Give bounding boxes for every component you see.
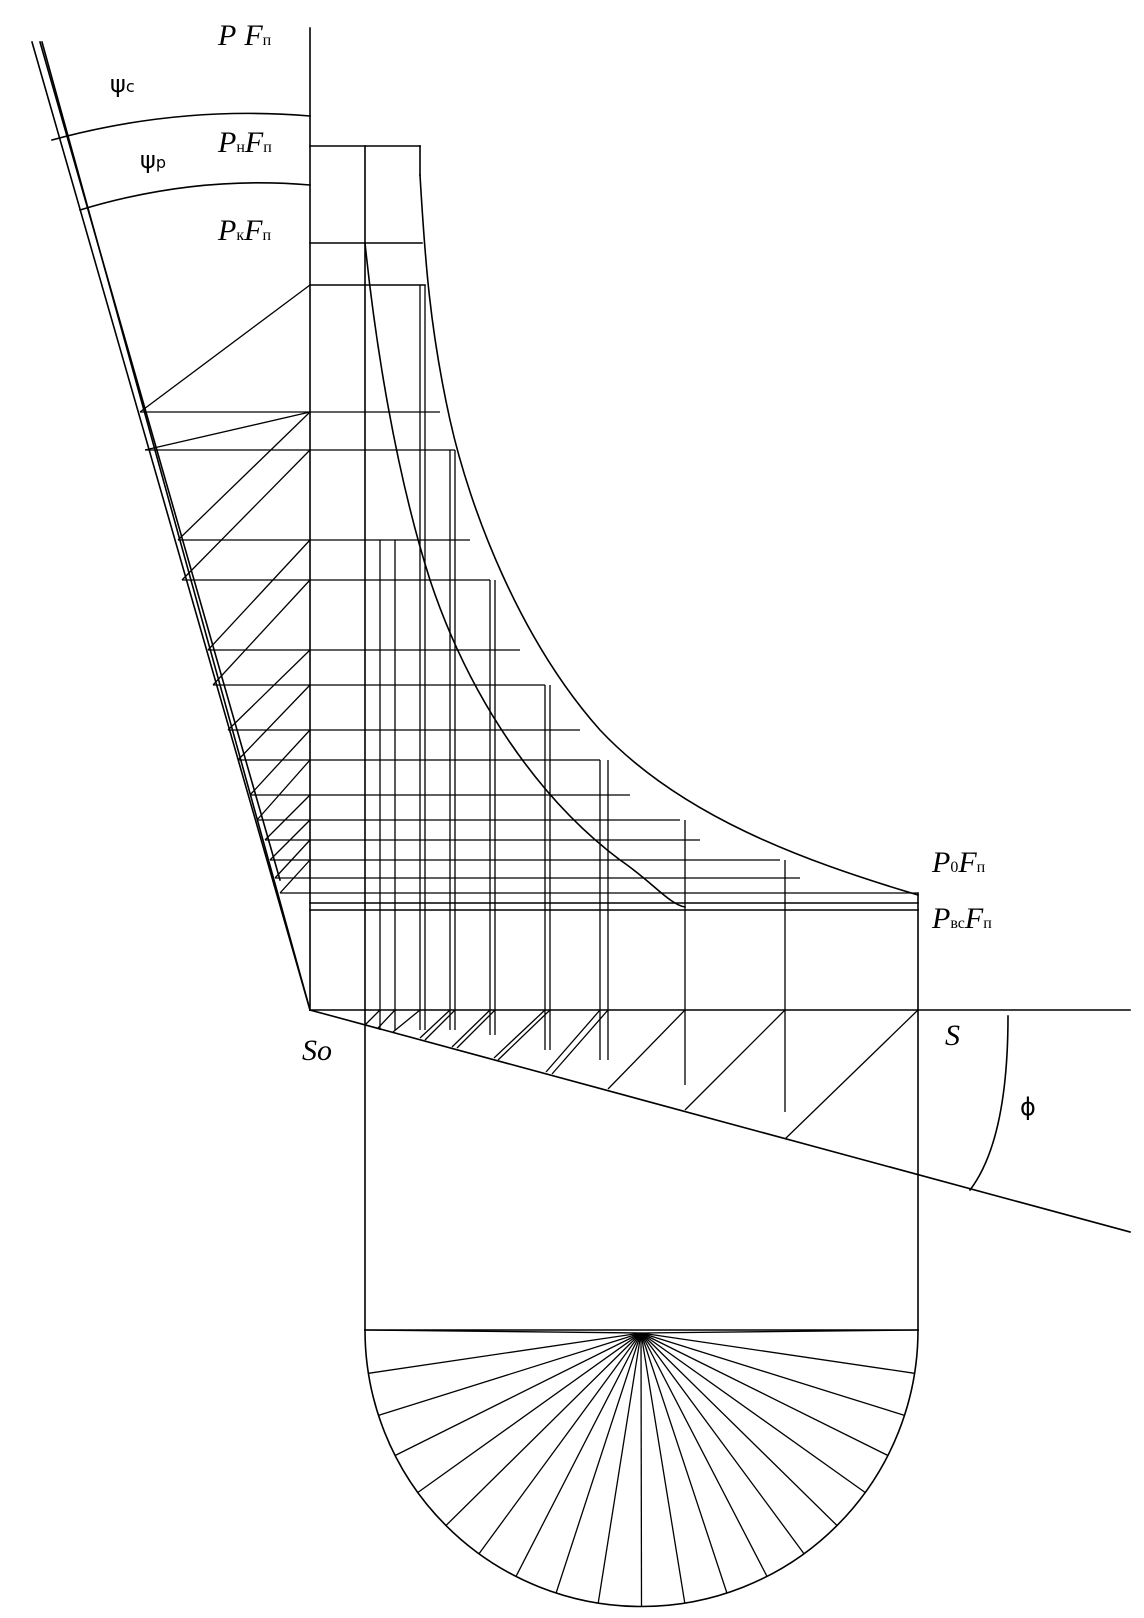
spoke: [640, 1332, 686, 1604]
left-horizontals: [140, 411, 310, 894]
label-so: So: [302, 1034, 332, 1067]
spoke: [640, 1332, 838, 1526]
expansion-curve: [419, 174, 919, 896]
vertical-grid: [379, 285, 919, 1331]
spoke: [394, 1332, 642, 1457]
spoke: [640, 1332, 889, 1457]
spoke: [640, 1332, 915, 1374]
spoke: [445, 1332, 642, 1526]
ray-second: [39, 41, 281, 881]
label-s: S: [945, 1019, 960, 1052]
svg-text:PвсFп: PвсFп: [931, 902, 992, 935]
left-diagonals: [139, 284, 311, 894]
compression-curve: [364, 242, 686, 908]
spoke: [640, 1332, 866, 1494]
label-pkf: PкFп: [217, 214, 271, 247]
svg-text:PнFп: PнFп: [217, 126, 272, 159]
spoke: [417, 1332, 642, 1494]
spoke: [597, 1332, 642, 1604]
bottom-diagonals: [364, 1009, 919, 1140]
spoke: [555, 1332, 642, 1594]
ray-outer: [31, 41, 311, 1011]
spoke: [368, 1332, 642, 1374]
arc-psi-p: [79, 182, 311, 211]
spoke: [640, 1332, 805, 1555]
label-phi: ϕ: [1020, 1093, 1036, 1121]
spoke: [515, 1332, 642, 1577]
label-psi-c: ψc: [110, 70, 135, 98]
phi-line: [309, 1009, 1131, 1233]
svg-text:PFп: PFп: [217, 19, 272, 52]
spoke: [364, 1329, 642, 1334]
label-p0f: P0Fп: [931, 846, 986, 879]
arc-psi-c: [51, 112, 311, 141]
semicircle-spokes: [364, 1329, 919, 1607]
label-psi-p: ψp: [140, 146, 166, 174]
arc-phi: [968, 1015, 1009, 1192]
spoke: [640, 1332, 643, 1607]
svg-text:P0Fп: P0Fп: [931, 846, 986, 879]
spoke: [640, 1329, 919, 1334]
label-pvcf: PвсFп: [931, 902, 992, 935]
spoke: [478, 1332, 642, 1555]
label-pnf: PнFп: [217, 126, 272, 159]
spoke: [640, 1332, 905, 1417]
svg-text:PкFп: PкFп: [217, 214, 271, 247]
spoke: [378, 1332, 642, 1417]
horizontal-grid: [309, 411, 919, 911]
spoke: [640, 1332, 768, 1577]
spoke: [640, 1332, 728, 1594]
